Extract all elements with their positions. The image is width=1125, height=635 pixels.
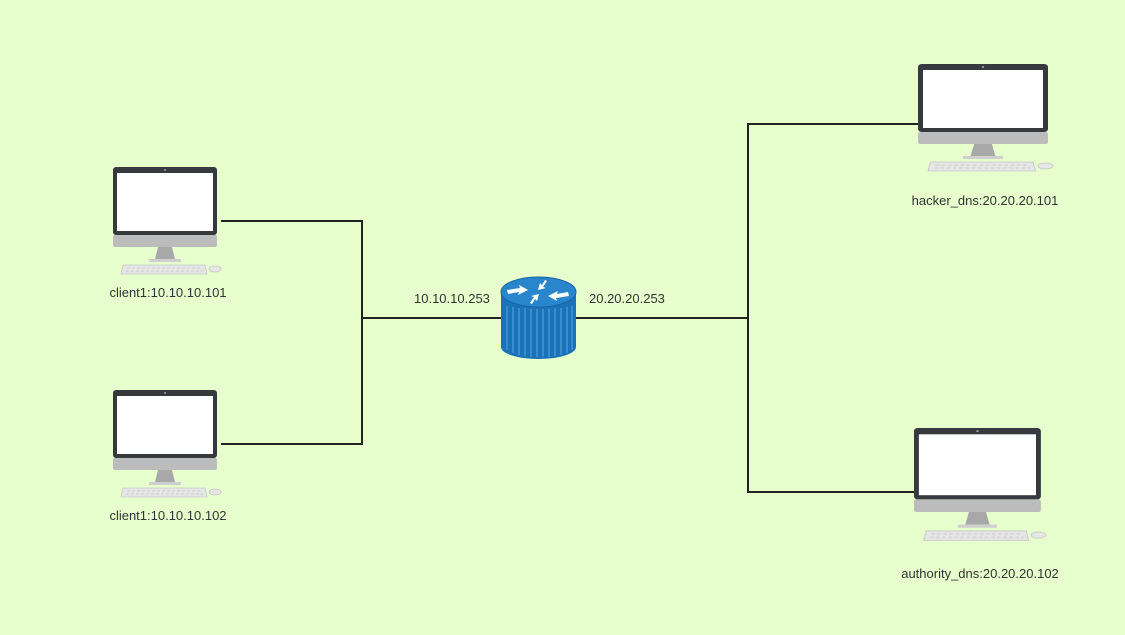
client1-label: client1:10.10.10.101	[109, 285, 227, 300]
router-left-ip: 10.10.10.253	[414, 291, 490, 306]
hacker-dns-label: hacker_dns:20.20.20.101	[911, 193, 1059, 208]
hacker-dns-computer-icon[interactable]	[917, 63, 1054, 172]
link-hacker-dns	[747, 123, 918, 318]
client1-computer-icon[interactable]	[112, 166, 222, 275]
client2-computer-icon[interactable]	[112, 389, 222, 498]
router-right-ip: 20.20.20.253	[589, 291, 665, 306]
authority-dns-label: authority_dns:20.20.20.102	[901, 566, 1059, 581]
authority-dns-computer-icon[interactable]	[913, 427, 1047, 541]
link-authority-dns	[747, 318, 914, 493]
link-client2	[221, 318, 363, 445]
client2-label: client1:10.10.10.102	[109, 508, 227, 523]
router-icon[interactable]	[500, 276, 577, 359]
link-client1	[221, 220, 363, 318]
